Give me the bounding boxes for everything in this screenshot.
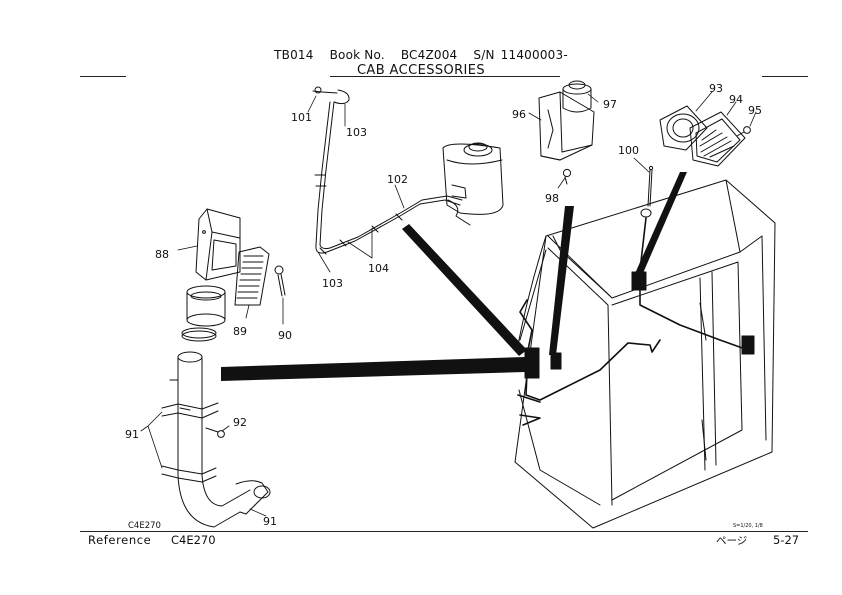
header-rule-main bbox=[330, 76, 560, 77]
part-88-duct bbox=[195, 208, 241, 281]
callout-100: 100 bbox=[618, 144, 639, 157]
callout-103-top: 103 bbox=[346, 126, 367, 139]
serial-number-label: S/N bbox=[473, 48, 495, 62]
hose-clamp bbox=[181, 327, 217, 342]
model-code: TB014 bbox=[274, 48, 314, 62]
callout-89: 89 bbox=[233, 325, 247, 338]
page-number: 5-27 bbox=[773, 533, 800, 547]
callout-97: 97 bbox=[603, 98, 617, 111]
callout-98: 98 bbox=[545, 192, 559, 205]
header-line: TB014 Book No. BC4Z004 S/N 11400003- bbox=[0, 48, 842, 62]
book-number: BC4Z004 bbox=[400, 48, 458, 62]
leader-wedges bbox=[221, 172, 687, 381]
serial-number: 11400003- bbox=[500, 48, 568, 62]
callout-numbers: 101 103 102 104 103 96 97 98 100 93 94 9… bbox=[125, 82, 762, 528]
connector-block-right bbox=[741, 335, 755, 355]
part-97-switch bbox=[562, 80, 592, 113]
washer-tube bbox=[312, 86, 471, 255]
callout-103-bottom: 103 bbox=[322, 277, 343, 290]
leader-lines bbox=[140, 91, 757, 517]
part-100-antenna bbox=[640, 165, 654, 218]
reference-label: Reference bbox=[88, 533, 152, 547]
connector-block-left bbox=[524, 347, 540, 379]
duct-sleeve bbox=[186, 285, 226, 327]
figure-code: C4E270 bbox=[128, 521, 161, 531]
part-91-duct-pipe bbox=[161, 351, 271, 528]
header-rule-left bbox=[80, 76, 126, 77]
part-93-speaker bbox=[659, 105, 708, 151]
callout-92: 92 bbox=[233, 416, 247, 429]
book-label: Book No. bbox=[329, 48, 385, 62]
callout-91-bottom: 91 bbox=[263, 515, 277, 528]
callout-94: 94 bbox=[729, 93, 743, 106]
washer-tank bbox=[442, 142, 504, 215]
part-90-screw bbox=[274, 265, 286, 297]
callout-90: 90 bbox=[278, 329, 292, 342]
scale-note: S=1/20, 1/8 bbox=[733, 523, 763, 529]
reference-code: C4E270 bbox=[171, 533, 216, 547]
part-94-speaker-cover bbox=[689, 111, 746, 167]
callout-104: 104 bbox=[368, 262, 389, 275]
part-92-bolt bbox=[205, 427, 225, 438]
callout-102: 102 bbox=[387, 173, 408, 186]
callout-101: 101 bbox=[291, 111, 312, 124]
callout-96: 96 bbox=[512, 108, 526, 121]
connector-block-mid bbox=[550, 352, 562, 370]
callout-88: 88 bbox=[155, 248, 169, 261]
page-label: ページ bbox=[716, 535, 748, 547]
part-98-screw bbox=[562, 168, 572, 185]
callout-93: 93 bbox=[709, 82, 723, 95]
footer-rule bbox=[80, 531, 808, 532]
callout-91-left: 91 bbox=[125, 428, 139, 441]
callout-95: 95 bbox=[748, 104, 762, 117]
part-89-grille bbox=[234, 246, 270, 306]
header-rule-right bbox=[762, 76, 808, 77]
part-96-bracket bbox=[538, 91, 595, 161]
part-95-screw bbox=[736, 126, 751, 137]
page-title: CAB ACCESSORIES bbox=[356, 63, 486, 78]
